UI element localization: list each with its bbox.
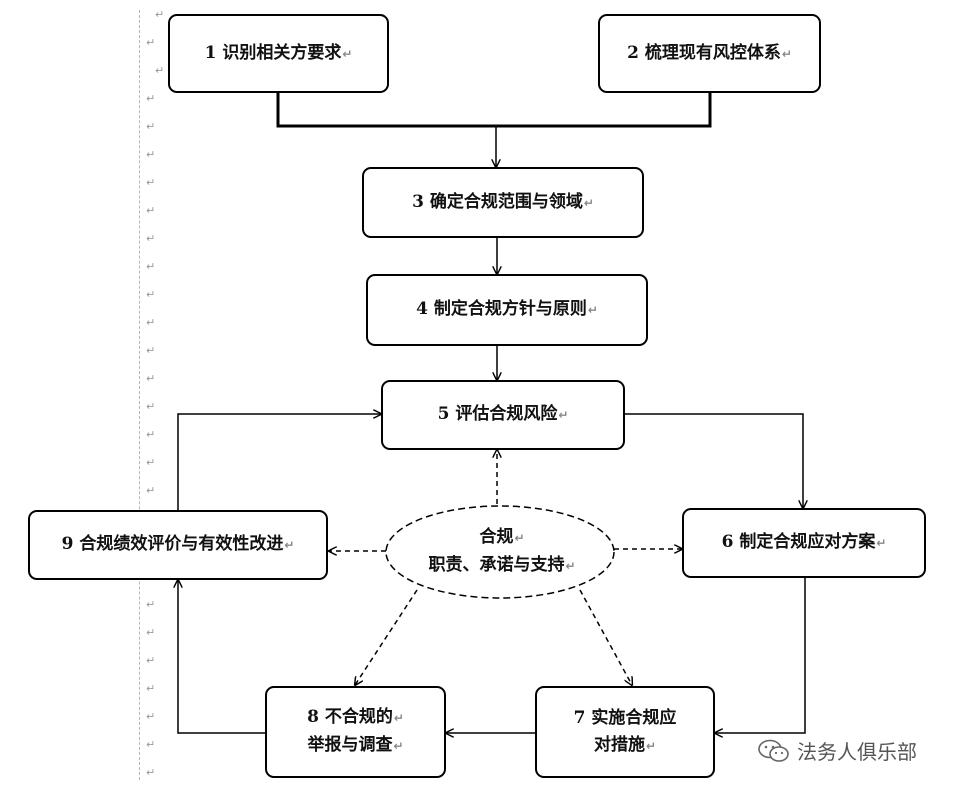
step-7-box: 7 实施合规应 对措施↵ — [535, 686, 715, 778]
paragraph-mark: ↵ — [155, 64, 165, 77]
paragraph-mark: ↵ — [146, 654, 156, 667]
paragraph-mark: ↵ — [146, 766, 156, 779]
paragraph-mark: ↵ — [146, 626, 156, 639]
step-2-label: 2 梳理现有风控体系 — [627, 42, 781, 63]
paragraph-mark: ↵ — [146, 484, 156, 497]
paragraph-mark: ↵ — [146, 456, 156, 469]
step-1-label: 1 识别相关方要求 — [204, 42, 342, 63]
watermark-text: 法务人俱乐部 — [797, 740, 917, 764]
merge-line — [276, 92, 712, 128]
paragraph-mark: ↵ — [146, 428, 156, 441]
step-9-box: 9 合规绩效评价与有效性改进↵ — [28, 510, 328, 580]
center-line2: 职责、承诺与支持 — [428, 555, 565, 575]
step-8-box: 8 不合规的↵ 举报与调查↵ — [265, 686, 446, 778]
step-8-line2: 举报与调查 — [307, 735, 393, 755]
paragraph-mark: ↵ — [146, 232, 156, 245]
paragraph-mark: ↵ — [146, 148, 156, 161]
paragraph-mark: ↵ — [146, 288, 156, 301]
step-5-label: 5 评估合规风险 — [437, 404, 558, 424]
paragraph-mark: ↵ — [146, 204, 156, 217]
step-6-label: 6 制定合规应对方案 — [721, 532, 876, 552]
arrow-6-to-7 — [715, 577, 806, 733]
center-text: 合规↵ 职责、承诺与支持↵ — [428, 527, 576, 575]
watermark: 法务人俱乐部 — [757, 736, 917, 765]
center-line1: 合规 — [479, 527, 514, 547]
step-3-label: 3 确定合规范围与领域 — [412, 191, 583, 212]
center-ellipse — [385, 505, 615, 599]
dashed-arrow-to-8 — [355, 589, 418, 685]
step-4-box: 4 制定合规方针与原则↵ — [366, 274, 648, 346]
paragraph-mark: ↵ — [146, 344, 156, 357]
paragraph-mark: ↵ — [146, 176, 156, 189]
paragraph-mark: ↵ — [146, 372, 156, 385]
paragraph-mark: ↵ — [146, 260, 156, 273]
arrow-8-to-9 — [178, 580, 265, 734]
paragraph-mark: ↵ — [146, 710, 156, 723]
step-4-label: 4 制定合规方针与原则 — [416, 299, 587, 319]
paragraph-mark: ↵ — [155, 8, 165, 21]
paragraph-mark: ↵ — [146, 92, 156, 105]
paragraph-mark: ↵ — [146, 738, 156, 751]
wechat-icon — [758, 739, 789, 762]
step-3-box: 3 确定合规范围与领域↵ — [362, 167, 644, 238]
paragraph-mark: ↵ — [146, 598, 156, 611]
step-2-box: 2 梳理现有风控体系↵ — [598, 14, 821, 93]
dashed-arrow-to-7 — [579, 589, 632, 685]
step-9-label: 9 合规绩效评价与有效性改进 — [61, 534, 284, 554]
paragraph-mark: ↵ — [146, 682, 156, 695]
arrow-5-to-6 — [624, 413, 803, 508]
step-5-box: 5 评估合规风险↵ — [381, 380, 625, 450]
paragraph-mark: ↵ — [146, 36, 156, 49]
step-1-box: 1 识别相关方要求↵ — [168, 14, 389, 93]
arrow-9-to-5 — [177, 414, 381, 510]
paragraph-mark: ↵ — [146, 120, 156, 133]
paragraph-mark: ↵ — [146, 400, 156, 413]
step-6-box: 6 制定合规应对方案↵ — [682, 508, 926, 578]
step-7-line1: 7 实施合规应 — [573, 707, 677, 728]
step-8-line1: 8 不合规的 — [307, 707, 393, 727]
page-margin-line — [139, 10, 140, 780]
paragraph-mark: ↵ — [146, 316, 156, 329]
step-7-line2: 对措施 — [593, 734, 645, 755]
